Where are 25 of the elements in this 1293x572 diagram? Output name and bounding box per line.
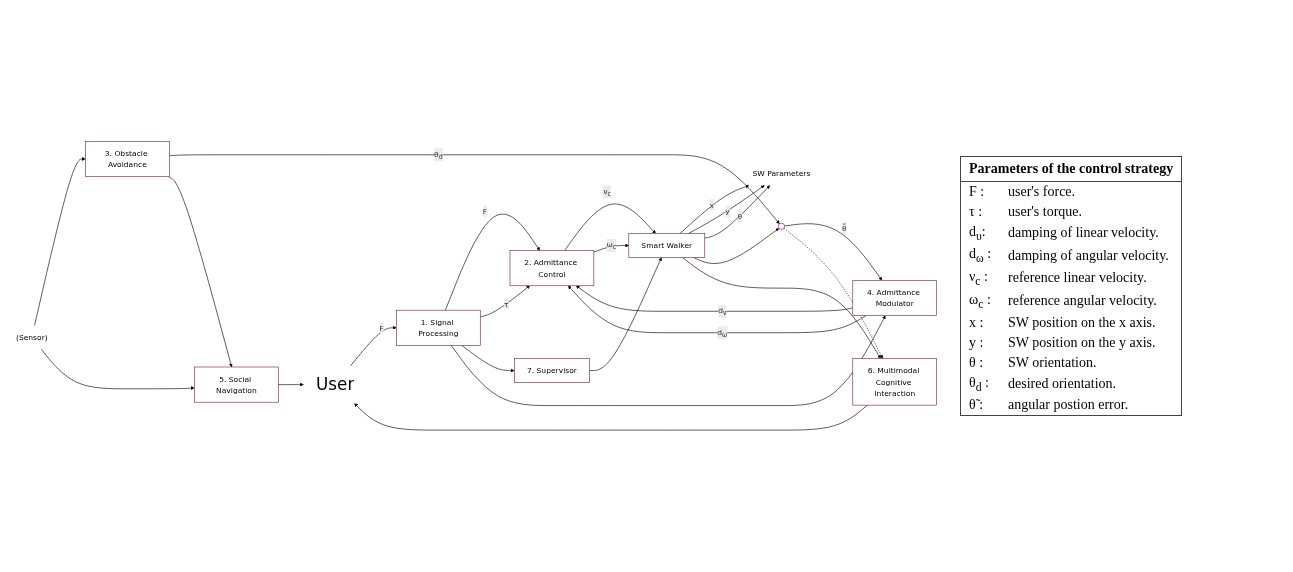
node-text: User xyxy=(316,375,355,395)
description-cell: desired orientation. xyxy=(1000,372,1182,396)
table-heading: Parameters of the control strategy xyxy=(960,156,1182,181)
symbol-cell: θ$_{d}$ : xyxy=(960,372,1000,396)
symbol-cell: ω$_{c}$ : xyxy=(960,289,1000,313)
description-cell: SW position on the y axis. xyxy=(1000,332,1182,353)
symbol-cell: θ̃ : xyxy=(960,395,1000,416)
description-cell: damping of angular velocity. xyxy=(1000,244,1182,268)
description-cell: SW position on the x axis. xyxy=(1000,312,1182,333)
symbol-cell: y : xyxy=(960,332,1000,353)
description-cell: user's force. xyxy=(1000,181,1182,202)
symbol-cell: d$_{υ}$: xyxy=(960,221,1000,245)
description-cell: reference linear velocity. xyxy=(1000,267,1182,290)
symbol-cell: F : xyxy=(960,181,1000,202)
symbol-cell: θ : xyxy=(960,352,1000,373)
description-cell: reference angular velocity. xyxy=(1000,289,1182,313)
symbol-cell: τ : xyxy=(960,201,1000,222)
description-cell: angular postion error. xyxy=(1000,395,1182,416)
node-circle xyxy=(778,223,785,230)
description-cell: damping of linear velocity. xyxy=(1000,221,1182,245)
description-cell: user's torque. xyxy=(1000,201,1182,222)
symbol-cell: x : xyxy=(960,312,1000,333)
symbol-cell: ν$_{c}$ : xyxy=(960,267,1000,290)
description-cell: SW orientation. xyxy=(1000,352,1182,373)
symbol-cell: d$_{ω}$ : xyxy=(960,244,1000,268)
